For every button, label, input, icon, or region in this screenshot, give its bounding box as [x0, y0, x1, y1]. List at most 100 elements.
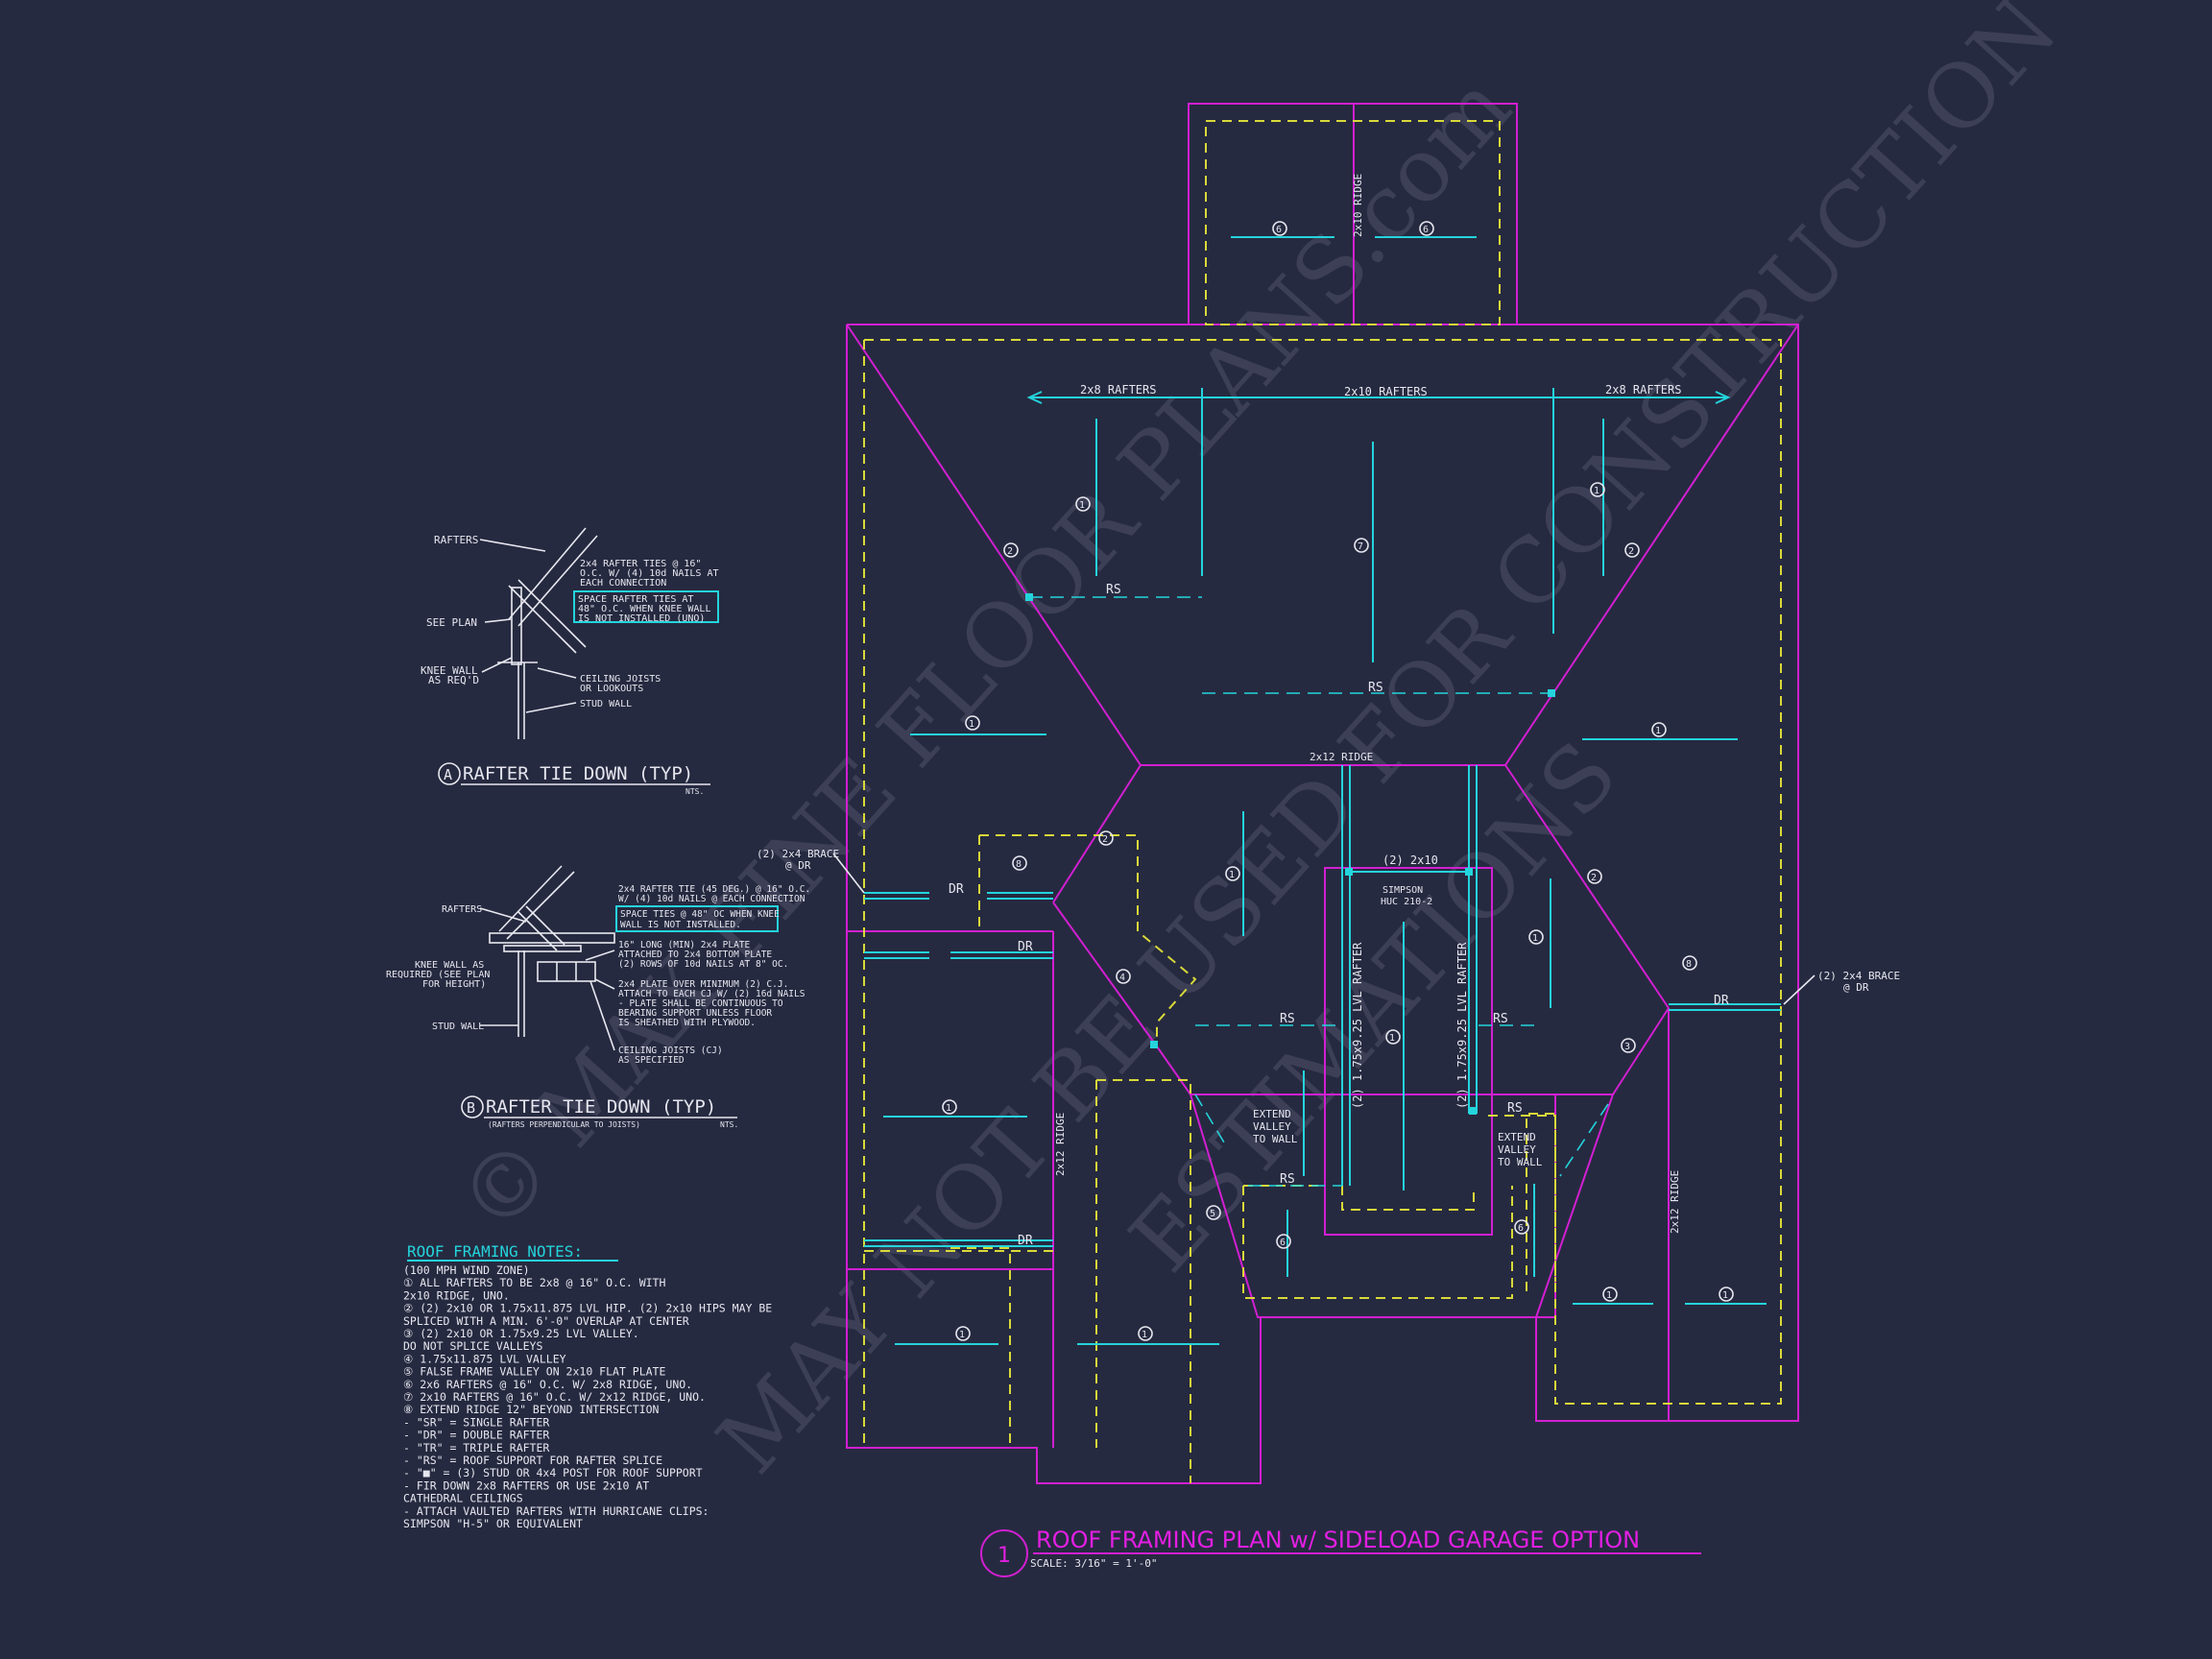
svg-text:1: 1: [946, 1103, 951, 1114]
detail-b-plate1: 16" LONG (MIN) 2x4 PLATE: [618, 940, 751, 950]
detail-a-stud: STUD WALL: [580, 699, 632, 709]
label-dr-1: DR: [949, 882, 964, 897]
title-number: 1: [998, 1544, 1011, 1568]
label-extend-r2: VALLEY: [1498, 1143, 1536, 1156]
svg-text:7: 7: [1358, 541, 1363, 552]
detail-b-over5: IS SHEATHED WITH PLYWOOD.: [618, 1018, 756, 1028]
notes-line: ④ 1.75x11.875 LVL VALLEY: [403, 1352, 566, 1365]
svg-text:6: 6: [1423, 225, 1429, 235]
roof-framing-notes: ROOF FRAMING NOTES: (100 MPH WIND ZONE)①…: [403, 1242, 772, 1530]
detail-b-rafters: RAFTERS: [442, 904, 482, 915]
detail-b-plate2: ATTACHED TO 2x4 BOTTOM PLATE: [618, 950, 772, 960]
svg-text:1: 1: [1655, 726, 1661, 736]
notes-line: - "RS" = ROOF SUPPORT FOR RAFTER SPLICE: [403, 1454, 662, 1467]
marker-7: 7: [1354, 538, 1369, 553]
plan-labels: 2x8 RAFTERS 2x10 RAFTERS 2x8 RAFTERS 2x1…: [757, 174, 1900, 1248]
marker-6: 6: [1276, 1234, 1291, 1249]
marker-8: 8: [1012, 855, 1027, 871]
marker-2: 2: [1003, 542, 1019, 558]
detail-a-ties2: O.C. W/ (4) 10d NAILS AT: [580, 568, 719, 579]
svg-text:2: 2: [1007, 546, 1013, 557]
svg-text:1: 1: [1229, 870, 1235, 880]
marker-1: 1: [1528, 929, 1544, 945]
notes-line: - FIR DOWN 2x8 RAFTERS OR USE 2x10 AT: [403, 1479, 649, 1492]
svg-text:4: 4: [1119, 973, 1125, 983]
detail-b-over1: 2x4 PLATE OVER MINIMUM (2) C.J.: [618, 979, 788, 990]
detail-a-title: RAFTER TIE DOWN (TYP): [463, 763, 693, 784]
label-rs-6: RS: [1280, 1172, 1295, 1187]
marker-8: 8: [1682, 955, 1697, 971]
label-rs-4: RS: [1493, 1012, 1508, 1026]
label-extend-l2: VALLEY: [1253, 1120, 1291, 1133]
notes-line: ⑦ 2x10 RAFTERS @ 16" O.C. W/ 2x12 RIDGE,…: [403, 1390, 706, 1404]
marker-2: 2: [1098, 830, 1114, 846]
framing-members: [864, 236, 1781, 1345]
detail-b-space1: SPACE TIES @ 48" OC WHEN KNEE: [620, 909, 780, 920]
marker-5: 5: [1206, 1205, 1221, 1220]
label-brace-right: (2) 2x4 BRACE: [1817, 970, 1900, 982]
detail-a-rafters: RAFTERS: [434, 534, 478, 546]
detail-b-tie1: 2x4 RAFTER TIE (45 DEG.) @ 16" O.C.: [618, 884, 810, 895]
label-brace-left-2: @ DR: [785, 859, 811, 872]
detail-a-nts: NTS.: [685, 787, 704, 796]
marker-1: 1: [1225, 866, 1240, 881]
detail-b-over3: - PLATE SHALL BE CONTINUOUS TO: [618, 998, 783, 1009]
label-dr-2: DR: [1018, 940, 1033, 954]
notes-line: - ATTACH VAULTED RAFTERS WITH HURRICANE …: [403, 1504, 709, 1518]
drawing-title: 1 ROOF FRAMING PLAN w/ SIDELOAD GARAGE O…: [980, 1527, 1701, 1577]
label-ridge-center: 2x12 RIDGE: [1310, 751, 1373, 763]
detail-b-stud: STUD WALL: [432, 1022, 484, 1032]
marker-2: 2: [1624, 542, 1640, 558]
notes-heading: ROOF FRAMING NOTES:: [407, 1242, 583, 1261]
label-rafters-left: 2x8 RAFTERS: [1080, 383, 1156, 397]
label-dr-3: DR: [1018, 1234, 1033, 1248]
detail-a-ceiling1: CEILING JOISTS: [580, 674, 661, 685]
svg-text:1: 1: [1606, 1290, 1612, 1301]
label-brace-right-2: @ DR: [1843, 981, 1869, 994]
marker-1: 1: [1385, 1029, 1401, 1045]
detail-b-knee1: KNEE WALL AS: [415, 960, 484, 971]
notes-line: DO NOT SPLICE VALLEYS: [403, 1339, 542, 1353]
detail-b-over4: BEARING SUPPORT UNLESS FLOOR: [618, 1008, 772, 1019]
detail-a-letter: A: [444, 766, 452, 783]
detail-a-space3: IS NOT INSTALLED (UNO): [578, 613, 705, 624]
marker-1: 1: [1590, 482, 1605, 497]
notes-line: - "■" = (3) STUD OR 4x4 POST FOR ROOF SU…: [403, 1466, 703, 1479]
svg-text:6: 6: [1276, 225, 1282, 235]
watermark: © MAX FINE FLOOR PLANS.com MAY NOT BE US…: [439, 0, 2077, 1493]
notes-line: ⑧ EXTEND RIDGE 12" BEYOND INTERSECTION: [403, 1403, 660, 1416]
label-ridge-right: 2x12 RIDGE: [1669, 1170, 1681, 1234]
svg-text:2: 2: [1591, 873, 1597, 883]
notes-line: - "SR" = SINGLE RAFTER: [403, 1415, 549, 1429]
label-extend-l1: EXTEND: [1253, 1108, 1291, 1120]
svg-text:8: 8: [1016, 859, 1022, 870]
notes-line: ② (2) 2x10 OR 1.75x11.875 LVL HIP. (2) 2…: [403, 1302, 772, 1315]
detail-b-letter: B: [467, 1099, 475, 1117]
detail-a-see-plan: SEE PLAN: [426, 616, 477, 629]
detail-a-ties3: EACH CONNECTION: [580, 578, 666, 589]
detail-b-title: RAFTER TIE DOWN (TYP): [486, 1096, 716, 1118]
marker-1: 1: [1719, 1286, 1734, 1302]
svg-text:1: 1: [1532, 933, 1538, 944]
svg-text:3: 3: [1624, 1042, 1630, 1052]
detail-b-cj1: CEILING JOISTS (CJ): [618, 1046, 723, 1056]
notes-line: - "TR" = TRIPLE RAFTER: [403, 1441, 549, 1455]
notes-line: - "DR" = DOUBLE RAFTER: [403, 1429, 549, 1442]
marker-1: 1: [1651, 722, 1667, 737]
notes-list: (100 MPH WIND ZONE)① ALL RAFTERS TO BE 2…: [403, 1263, 772, 1530]
marker-6: 6: [1514, 1219, 1529, 1235]
detail-a-ceiling2: OR LOOKOUTS: [580, 684, 643, 694]
svg-text:6: 6: [1280, 1238, 1286, 1248]
marker-1: 1: [965, 715, 980, 731]
detail-a-knee2: AS REQ'D: [428, 674, 479, 686]
detail-b-cj2: AS SPECIFIED: [618, 1055, 685, 1066]
notes-line: ⑥ 2x6 RAFTERS @ 16" O.C. W/ 2x8 RIDGE, U…: [403, 1378, 692, 1391]
label-rs-1: RS: [1106, 583, 1121, 597]
label-extend-r1: EXTEND: [1498, 1131, 1536, 1143]
detail-b-knee3: FOR HEIGHT): [422, 979, 486, 990]
marker-3: 3: [1621, 1038, 1636, 1053]
label-ridge-left: 2x12 RIDGE: [1054, 1113, 1067, 1176]
marker-4: 4: [1116, 969, 1131, 984]
label-double-2x10: (2) 2x10: [1382, 854, 1438, 867]
